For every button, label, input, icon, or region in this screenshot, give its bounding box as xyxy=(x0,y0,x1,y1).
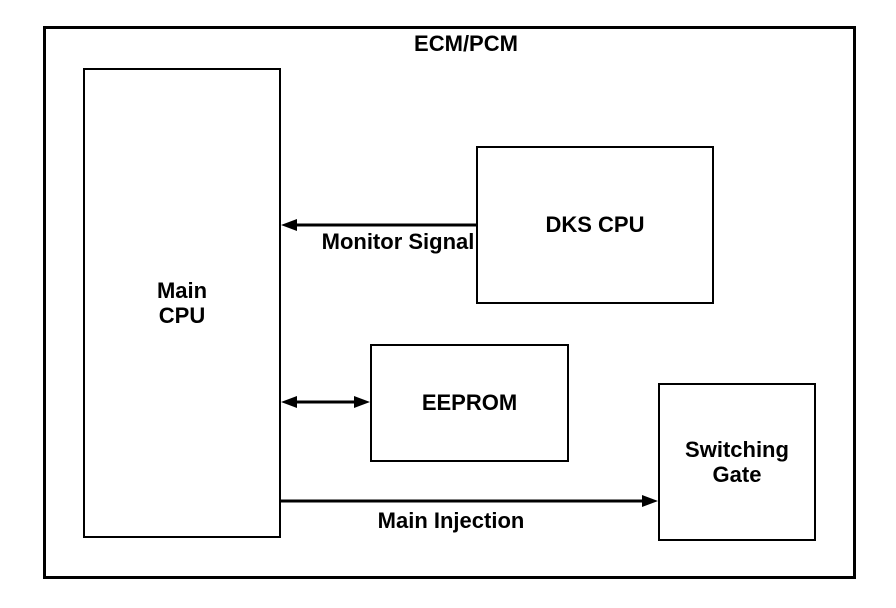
diagram-title: ECM/PCM xyxy=(414,31,518,56)
block-switching-gate-label: Switching Gate xyxy=(685,436,789,487)
block-switching-gate: Switching Gate xyxy=(658,383,816,541)
monitor-signal-label: Monitor Signal xyxy=(321,229,475,254)
block-dks-cpu: DKS CPU xyxy=(476,146,714,304)
block-eeprom: EEPROM xyxy=(370,344,569,462)
block-eeprom-label: EEPROM xyxy=(421,390,518,416)
block-main-cpu-label: Main CPU xyxy=(156,277,208,328)
block-main-cpu: Main CPU xyxy=(83,68,281,538)
main-injection-label: Main Injection xyxy=(377,508,525,533)
block-dks-cpu-label: DKS CPU xyxy=(545,212,645,238)
